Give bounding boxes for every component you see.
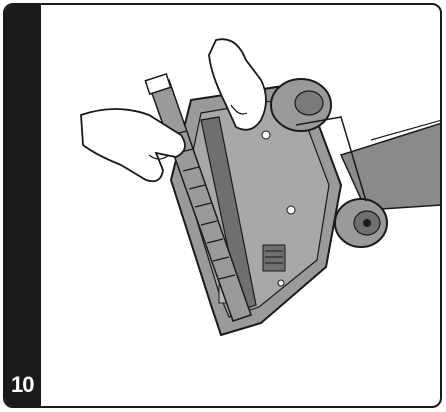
vent-grille (263, 245, 285, 271)
illustration (41, 5, 442, 406)
screw-hole (262, 131, 270, 139)
step-number: 10 (11, 372, 33, 398)
instruction-panel: 10 (3, 3, 442, 408)
step-sidebar: 10 (5, 5, 41, 406)
screw-hole (287, 206, 295, 214)
screw-hole (278, 280, 284, 286)
brushroll-removal-illustration (41, 5, 442, 406)
